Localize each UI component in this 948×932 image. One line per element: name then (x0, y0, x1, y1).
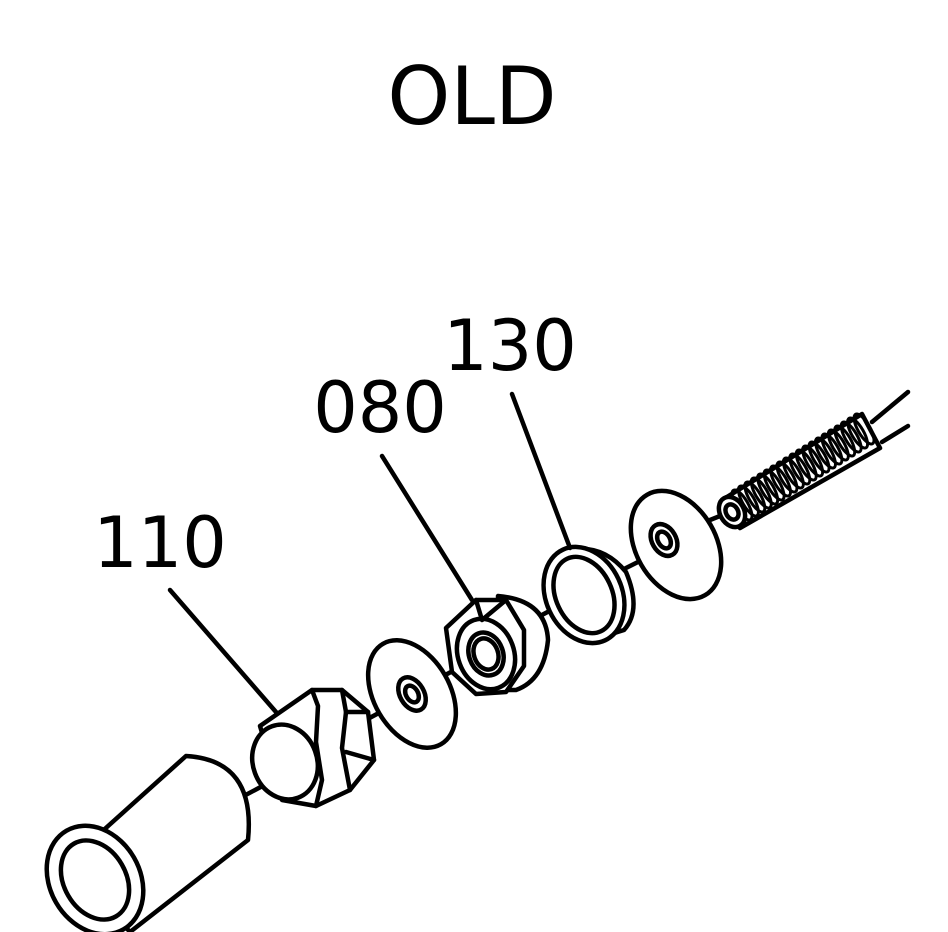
thread-ridge (807, 440, 831, 474)
callout-label-110: 110 (93, 502, 227, 584)
thread-ridge (743, 480, 767, 514)
thread-ridge (814, 436, 837, 470)
callout-leaders (167, 391, 573, 715)
thread-ridge (820, 432, 844, 466)
thread-ridge (846, 416, 870, 450)
ring-part-130 (541, 544, 636, 646)
cap-nut-part-110 (249, 687, 377, 809)
thread-ridge (775, 460, 799, 494)
thread-ridge (788, 452, 812, 486)
thread-ridge (794, 448, 818, 482)
thread-ridge (833, 424, 857, 458)
flat-washer-part (365, 638, 459, 750)
leader-130 (509, 391, 573, 551)
callout-label-080: 080 (313, 367, 447, 449)
thread-ridge (769, 464, 792, 498)
thread-ridge (852, 412, 876, 446)
leader-080 (379, 453, 475, 603)
thread-ridge (839, 420, 863, 454)
thread-ridge (749, 476, 773, 510)
thread-ridge (781, 456, 805, 490)
lock-nut-part-080 (443, 593, 551, 697)
bushing-part (44, 753, 252, 932)
leader-110 (167, 587, 279, 715)
washer-part-right (628, 488, 724, 602)
thread-ridge (756, 472, 780, 506)
diagram-title: OLD (387, 50, 556, 143)
thread-ridge (801, 444, 825, 478)
thread-ridge (762, 468, 786, 502)
threaded-stud-part (716, 389, 911, 531)
thread-ridge (826, 428, 850, 462)
callout-label-130: 130 (443, 305, 577, 387)
